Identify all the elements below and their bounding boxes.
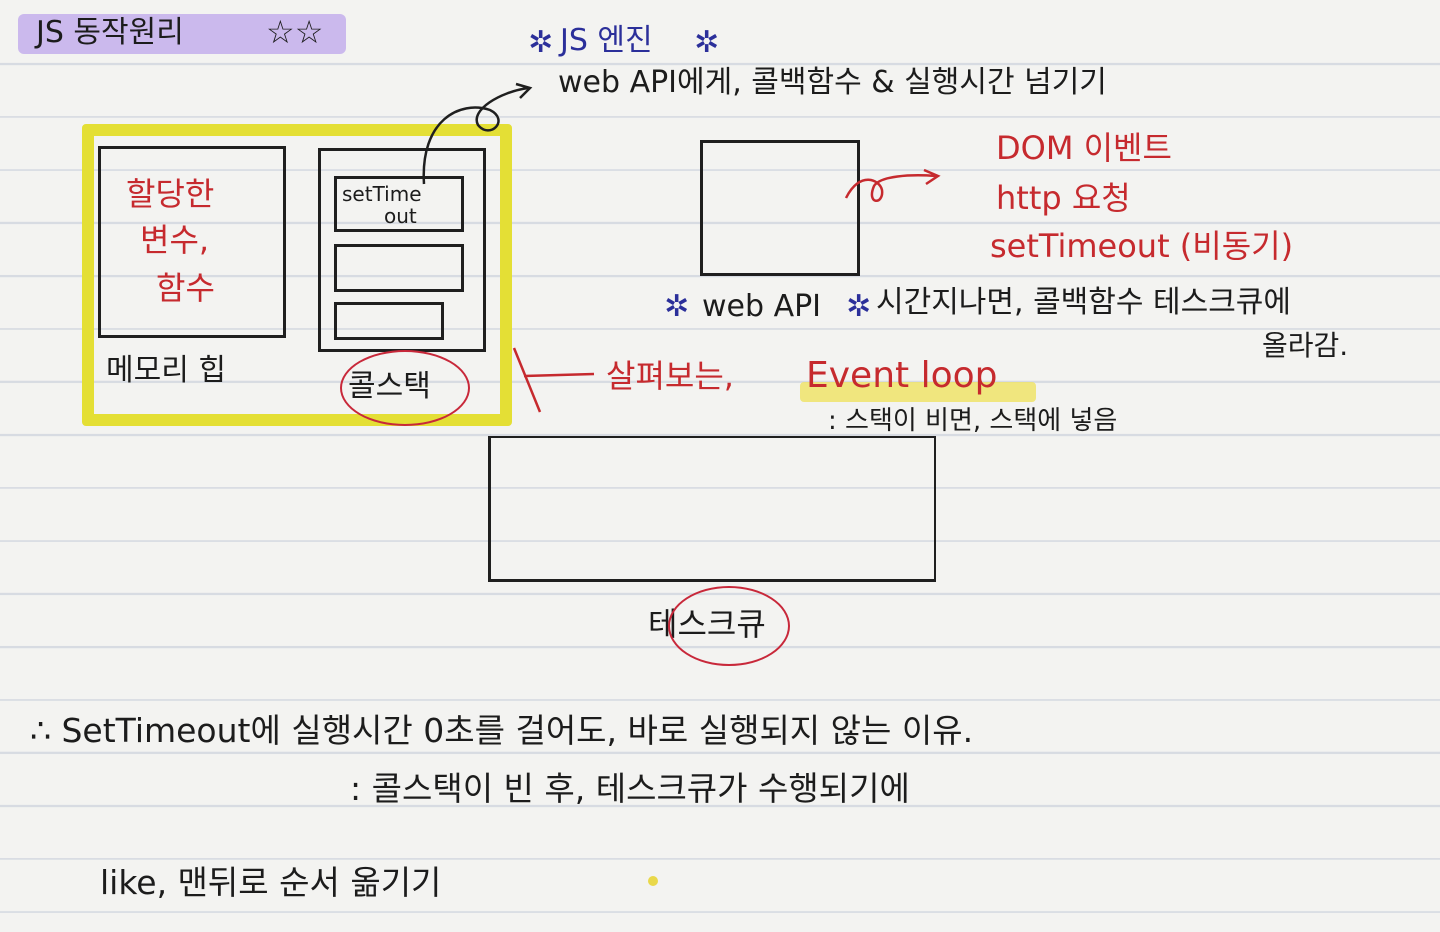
title-stars: ☆☆ — [266, 13, 324, 51]
stack-frame — [334, 244, 464, 292]
stack-frame — [334, 302, 444, 340]
heap-item: 할당한 — [126, 175, 215, 213]
memory-heap-box — [98, 146, 286, 338]
heap-item: 변수, — [140, 221, 210, 259]
heap-item: 함수 — [156, 269, 215, 307]
js-engine-frame — [82, 124, 512, 426]
stack-frame-text: setTime — [342, 182, 422, 206]
event-loop-label: Event loop — [806, 355, 998, 396]
page-title: JS 동작원리 — [36, 15, 184, 50]
event-loop-note: : 스택이 비면, 스택에 넣음 — [828, 406, 1118, 436]
ink-dot — [648, 876, 658, 886]
engine-title: JS 엔진 — [560, 23, 653, 58]
web-api-item: DOM 이벤트 — [996, 129, 1172, 167]
arrow-webapi-to-list — [844, 174, 937, 202]
web-api-item: setTimeout (비동기) — [990, 227, 1294, 265]
event-loop-highlight — [800, 382, 1036, 402]
memory-heap-label: 메모리 힙 — [106, 353, 226, 388]
web-api-item: http 요청 — [996, 179, 1131, 217]
conclusion-line: like, 맨뒤로 순서 옮기기 — [100, 863, 442, 902]
web-api-note: 올라감. — [1262, 329, 1349, 362]
web-api-label: web API — [702, 289, 822, 324]
star-icon: ✲ — [664, 289, 690, 324]
star-icon: ✲ — [846, 289, 872, 324]
title-highlight — [18, 14, 346, 54]
web-api-box — [700, 140, 860, 276]
event-loop-prefix: 살펴보는, — [606, 357, 734, 395]
star-icon: ✲ — [528, 25, 554, 60]
task-queue-box — [488, 436, 936, 582]
stack-frame-text: out — [384, 204, 417, 228]
conclusion-line: ∴ SetTimeout에 실행시간 0초를 걸어도, 바로 실행되지 않는 이… — [30, 711, 974, 750]
arrow-stack-to-engine — [422, 86, 529, 185]
task-queue-circle — [668, 586, 790, 666]
star-icon: ✲ — [694, 25, 720, 60]
stack-frame-settimeout — [334, 176, 464, 232]
conclusion-line: : 콜스택이 빈 후, 테스크큐가 수행되기에 — [350, 769, 910, 808]
event-loop-pointer — [512, 347, 542, 413]
web-api-note: 시간지나면, 콜백함수 테스크큐에 — [876, 285, 1292, 320]
engine-desc: web API에게, 콜백함수 & 실행시간 넘기기 — [558, 65, 1107, 100]
call-stack-circle — [340, 350, 470, 426]
